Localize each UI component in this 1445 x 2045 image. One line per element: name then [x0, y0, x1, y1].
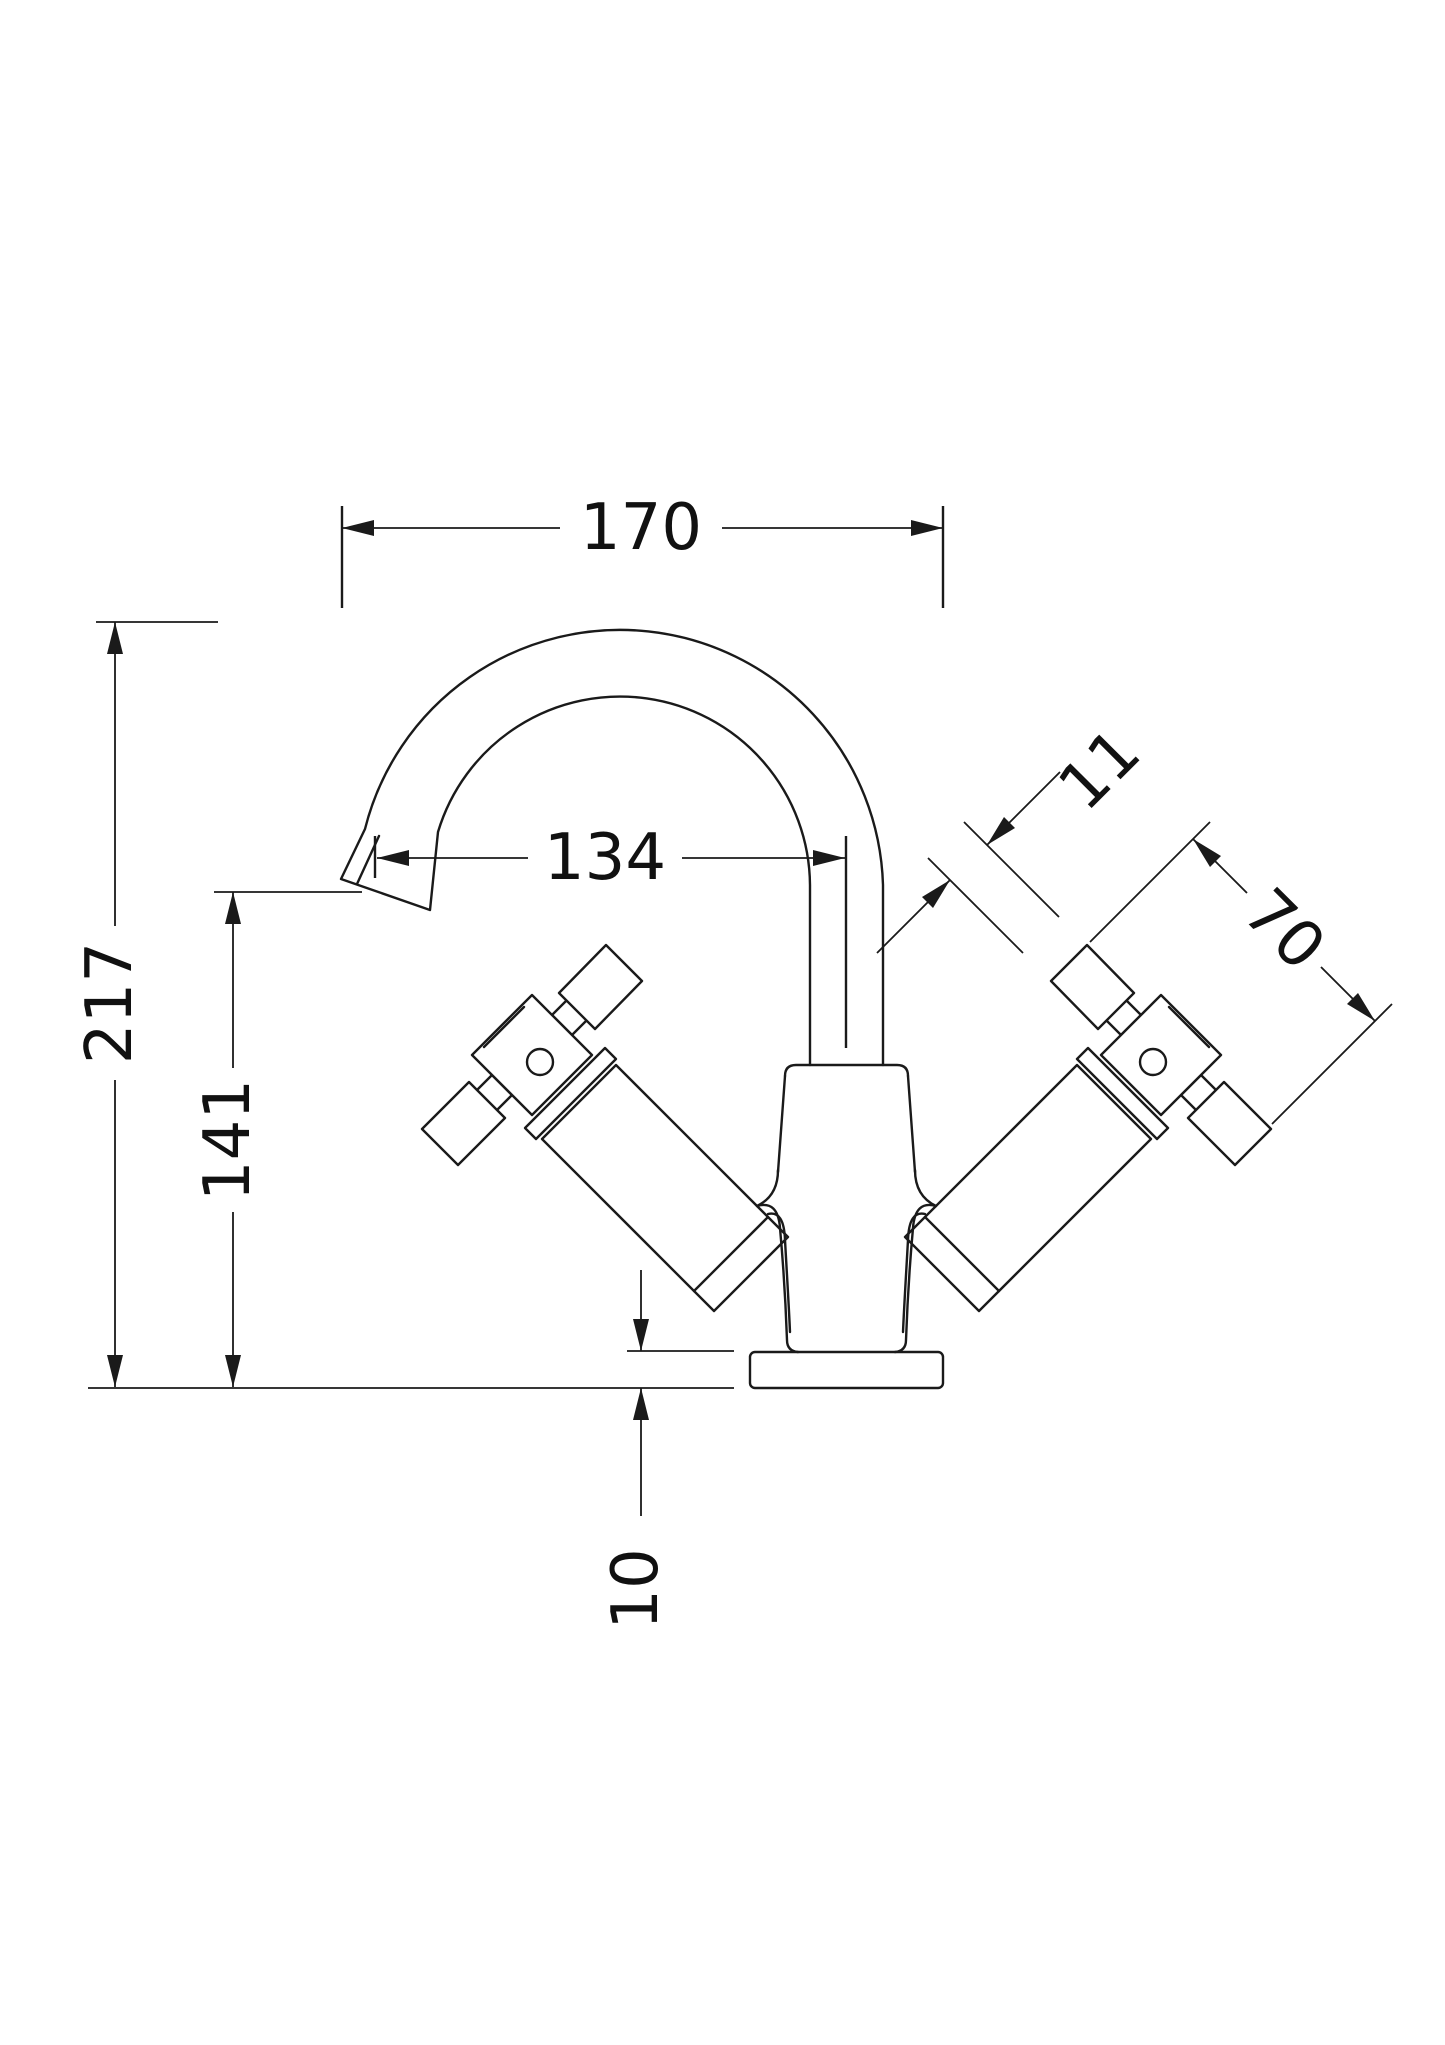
dim-label-spout-reach: 134: [544, 821, 666, 895]
handle-right: [903, 943, 1273, 1313]
handle-collar: [523, 1046, 618, 1141]
body-left-edge: [776, 1074, 787, 1174]
dim-label-top-width: 170: [580, 491, 702, 565]
dim-label-overall-height: 217: [73, 942, 147, 1064]
waist-left-outer: [755, 1203, 800, 1354]
dim-label-handle-bar-thickness: 11: [1045, 715, 1155, 825]
cross-arm-upper: [557, 943, 644, 1031]
dim-handle-bar-thickness: 11: [876, 715, 1155, 954]
dim-top-width: 170: [340, 491, 945, 608]
valve-body: [540, 1063, 790, 1313]
fillet-right: [913, 1168, 938, 1208]
waist-right-inner: [901, 1212, 927, 1334]
handle-screw: [525, 1047, 555, 1077]
spout: [339, 628, 885, 1067]
dim-spout-reach: 134: [373, 821, 848, 1048]
waist-right-outer: [893, 1203, 938, 1354]
base-plate: [748, 1350, 945, 1390]
body-top-edge: [783, 1063, 910, 1078]
body-waist: [755, 1168, 938, 1354]
dim-label-spout-outlet-height: 141: [191, 1079, 265, 1201]
waist-left-inner: [766, 1212, 792, 1334]
handle-left: [420, 943, 790, 1313]
body-right-edge: [906, 1074, 917, 1174]
valve-seam-line: [692, 1215, 770, 1293]
dim-overall-height: 217: [73, 621, 218, 1387]
handle-block-facet-line: [482, 1005, 526, 1049]
dim-spout-outlet-height: 141: [191, 891, 362, 1387]
cross-arm-lower: [420, 1080, 507, 1167]
dim-base-plate-thickness: 10: [599, 1270, 673, 1630]
fillet-left: [755, 1168, 780, 1208]
reference-lines: [88, 1350, 734, 1389]
dim-label-base-plate-thickness: 10: [599, 1548, 673, 1629]
